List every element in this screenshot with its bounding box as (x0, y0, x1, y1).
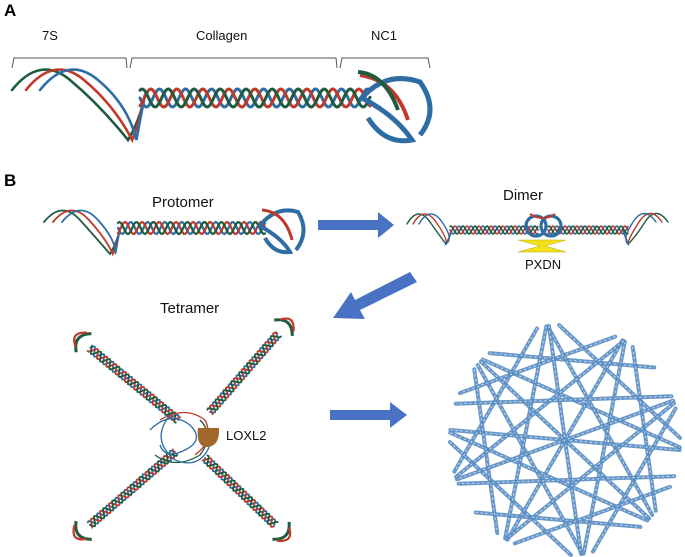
network-fiber (473, 510, 643, 529)
tetramer-nc1 (276, 527, 292, 542)
tail-strand (10, 68, 147, 143)
network-fiber (512, 484, 672, 546)
protomer-helix-strand (116, 220, 267, 236)
network-fiber (458, 334, 618, 396)
collagen-network (448, 323, 682, 557)
region-label-7s: 7S (42, 28, 58, 43)
network-fiber (487, 351, 657, 370)
label-protomer: Protomer (152, 194, 214, 211)
network-fiber-texture (456, 400, 674, 480)
tetramer-arm-3-strand (201, 457, 275, 528)
network-fiber (448, 440, 573, 557)
collagen-helix-strand (138, 87, 372, 109)
nc1-strand (360, 95, 417, 144)
panel-b-dimer (406, 212, 669, 247)
tetramer-nc1 (279, 317, 295, 332)
dimer-helix-left-strand (449, 224, 539, 236)
network-fiber-texture (583, 341, 626, 554)
panel-a-protomer (10, 68, 433, 144)
dimer-nc1 (529, 213, 556, 219)
arrow-dimer-to-tetramer (333, 272, 417, 319)
protomer-tail-strand (61, 209, 121, 255)
network-fiber-texture (547, 326, 653, 516)
dimer-helix-right-strand (547, 224, 629, 236)
pxdn-shape (517, 239, 567, 253)
nc1-strand (358, 76, 433, 137)
tetramer-nc1 (74, 332, 92, 353)
tetramer-arm-2-strand (89, 452, 179, 527)
tetramer-nc1 (74, 520, 92, 541)
tetramer-nc1 (73, 331, 88, 347)
panel-a-collagen-helix (138, 87, 372, 109)
tetramer-arm-1-strand (206, 335, 282, 411)
tetramer-arm-3-strand (203, 457, 277, 528)
tetramer-nc1 (273, 318, 294, 336)
collagen-helix-strand (138, 87, 372, 109)
protomer-tail-strand (52, 209, 121, 257)
panel-b-letter: B (4, 171, 16, 190)
tetramer-core (160, 414, 211, 464)
protomer-nc1 (259, 224, 294, 255)
label-pxdn: PXDN (525, 257, 561, 272)
label-dimer: Dimer (503, 187, 543, 204)
region-label-collagen: Collagen (196, 28, 247, 43)
network-fiber (452, 326, 540, 474)
network-fiber-texture (455, 340, 624, 478)
region-label-nc1: NC1 (371, 28, 397, 43)
panel-b-protomer (43, 208, 306, 257)
network-fiber (590, 406, 678, 554)
label-loxl2: LOXL2 (226, 428, 266, 443)
network-fiber-texture (458, 475, 675, 485)
panel-b-tetramer (72, 317, 295, 542)
arrow-tetramer-to-network (330, 402, 407, 428)
panel-a-letter: A (4, 1, 16, 20)
bracket-7s (11, 57, 128, 69)
arrow-protomer-to-dimer (318, 212, 394, 238)
network-fiber-texture (450, 432, 648, 521)
panel-a-nc1-domain (357, 70, 433, 144)
protomer-helix-strand (116, 220, 267, 236)
loxl2-shape (197, 428, 220, 447)
bracket-nc1 (339, 57, 431, 69)
tetramer-arm-0-strand (89, 344, 177, 424)
tetramer-arm-3-strand (205, 454, 279, 525)
dimer-tail-right (622, 212, 657, 247)
network-fiber-texture (506, 402, 675, 540)
bracket-collagen (129, 57, 338, 69)
network-fiber-texture (477, 364, 583, 554)
dimer-tail-left (418, 213, 453, 246)
nc1-strand (357, 70, 400, 111)
tetramer-arm-1-strand (208, 331, 279, 416)
panel-a-7s-tail (10, 68, 147, 144)
network-fiber-texture (504, 326, 547, 539)
network-fiber (557, 323, 682, 440)
network-fiber-texture (455, 395, 672, 405)
tetramer-nc1 (272, 521, 291, 541)
protomer-nc1 (261, 208, 294, 241)
protomer-nc1 (256, 208, 306, 252)
tail-strand (24, 68, 147, 144)
tail-strand (38, 68, 147, 141)
tetramer-nc1 (72, 524, 87, 541)
label-tetramer: Tetramer (160, 300, 219, 317)
